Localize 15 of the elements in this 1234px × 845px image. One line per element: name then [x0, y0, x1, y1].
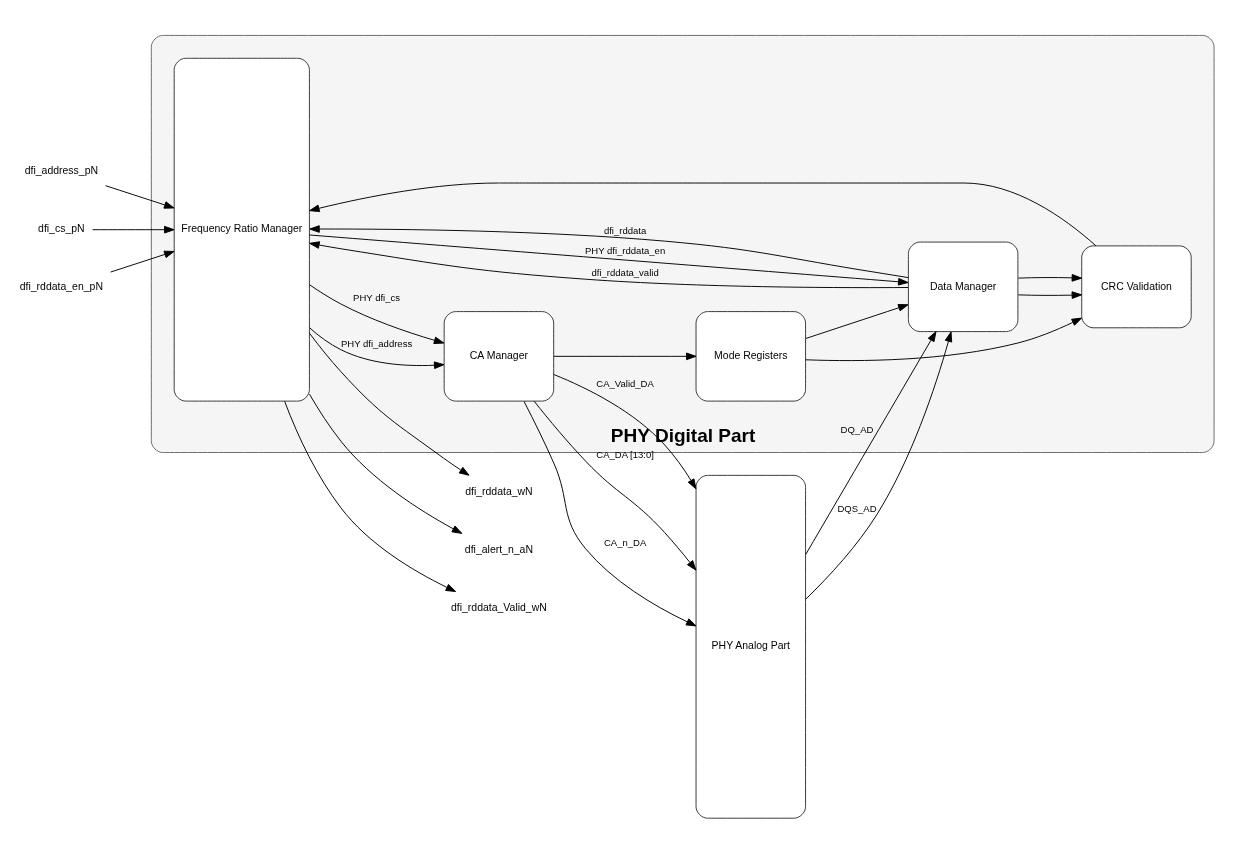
node-text: dfi_cs_pN: [38, 222, 85, 234]
edge-label: CA_n_DA: [603, 536, 647, 548]
edge-label: DQ_AD: [840, 423, 874, 435]
edge-label: dfi_rddata: [603, 224, 647, 235]
node-text: dfi_rddata_wN: [465, 485, 533, 497]
node-text: dfi_rddata_en_pN: [19, 280, 103, 292]
edge-label: PHY dfi_address: [340, 337, 413, 349]
node-text: dfi_rddata_Valid_wN: [451, 601, 547, 613]
edge-label: dfi_rddata_valid: [591, 266, 659, 278]
node-text: dfi_address_pN: [24, 164, 99, 176]
edge-label: PHY dfi_cs: [353, 291, 401, 303]
edge-label: PHY dfi_rddata_en: [584, 244, 666, 256]
edge-label: DQS_AD: [837, 502, 877, 514]
edge-label: CA_Valid_DA: [596, 377, 654, 389]
node-text: dfi_alert_n_aN: [464, 543, 533, 555]
